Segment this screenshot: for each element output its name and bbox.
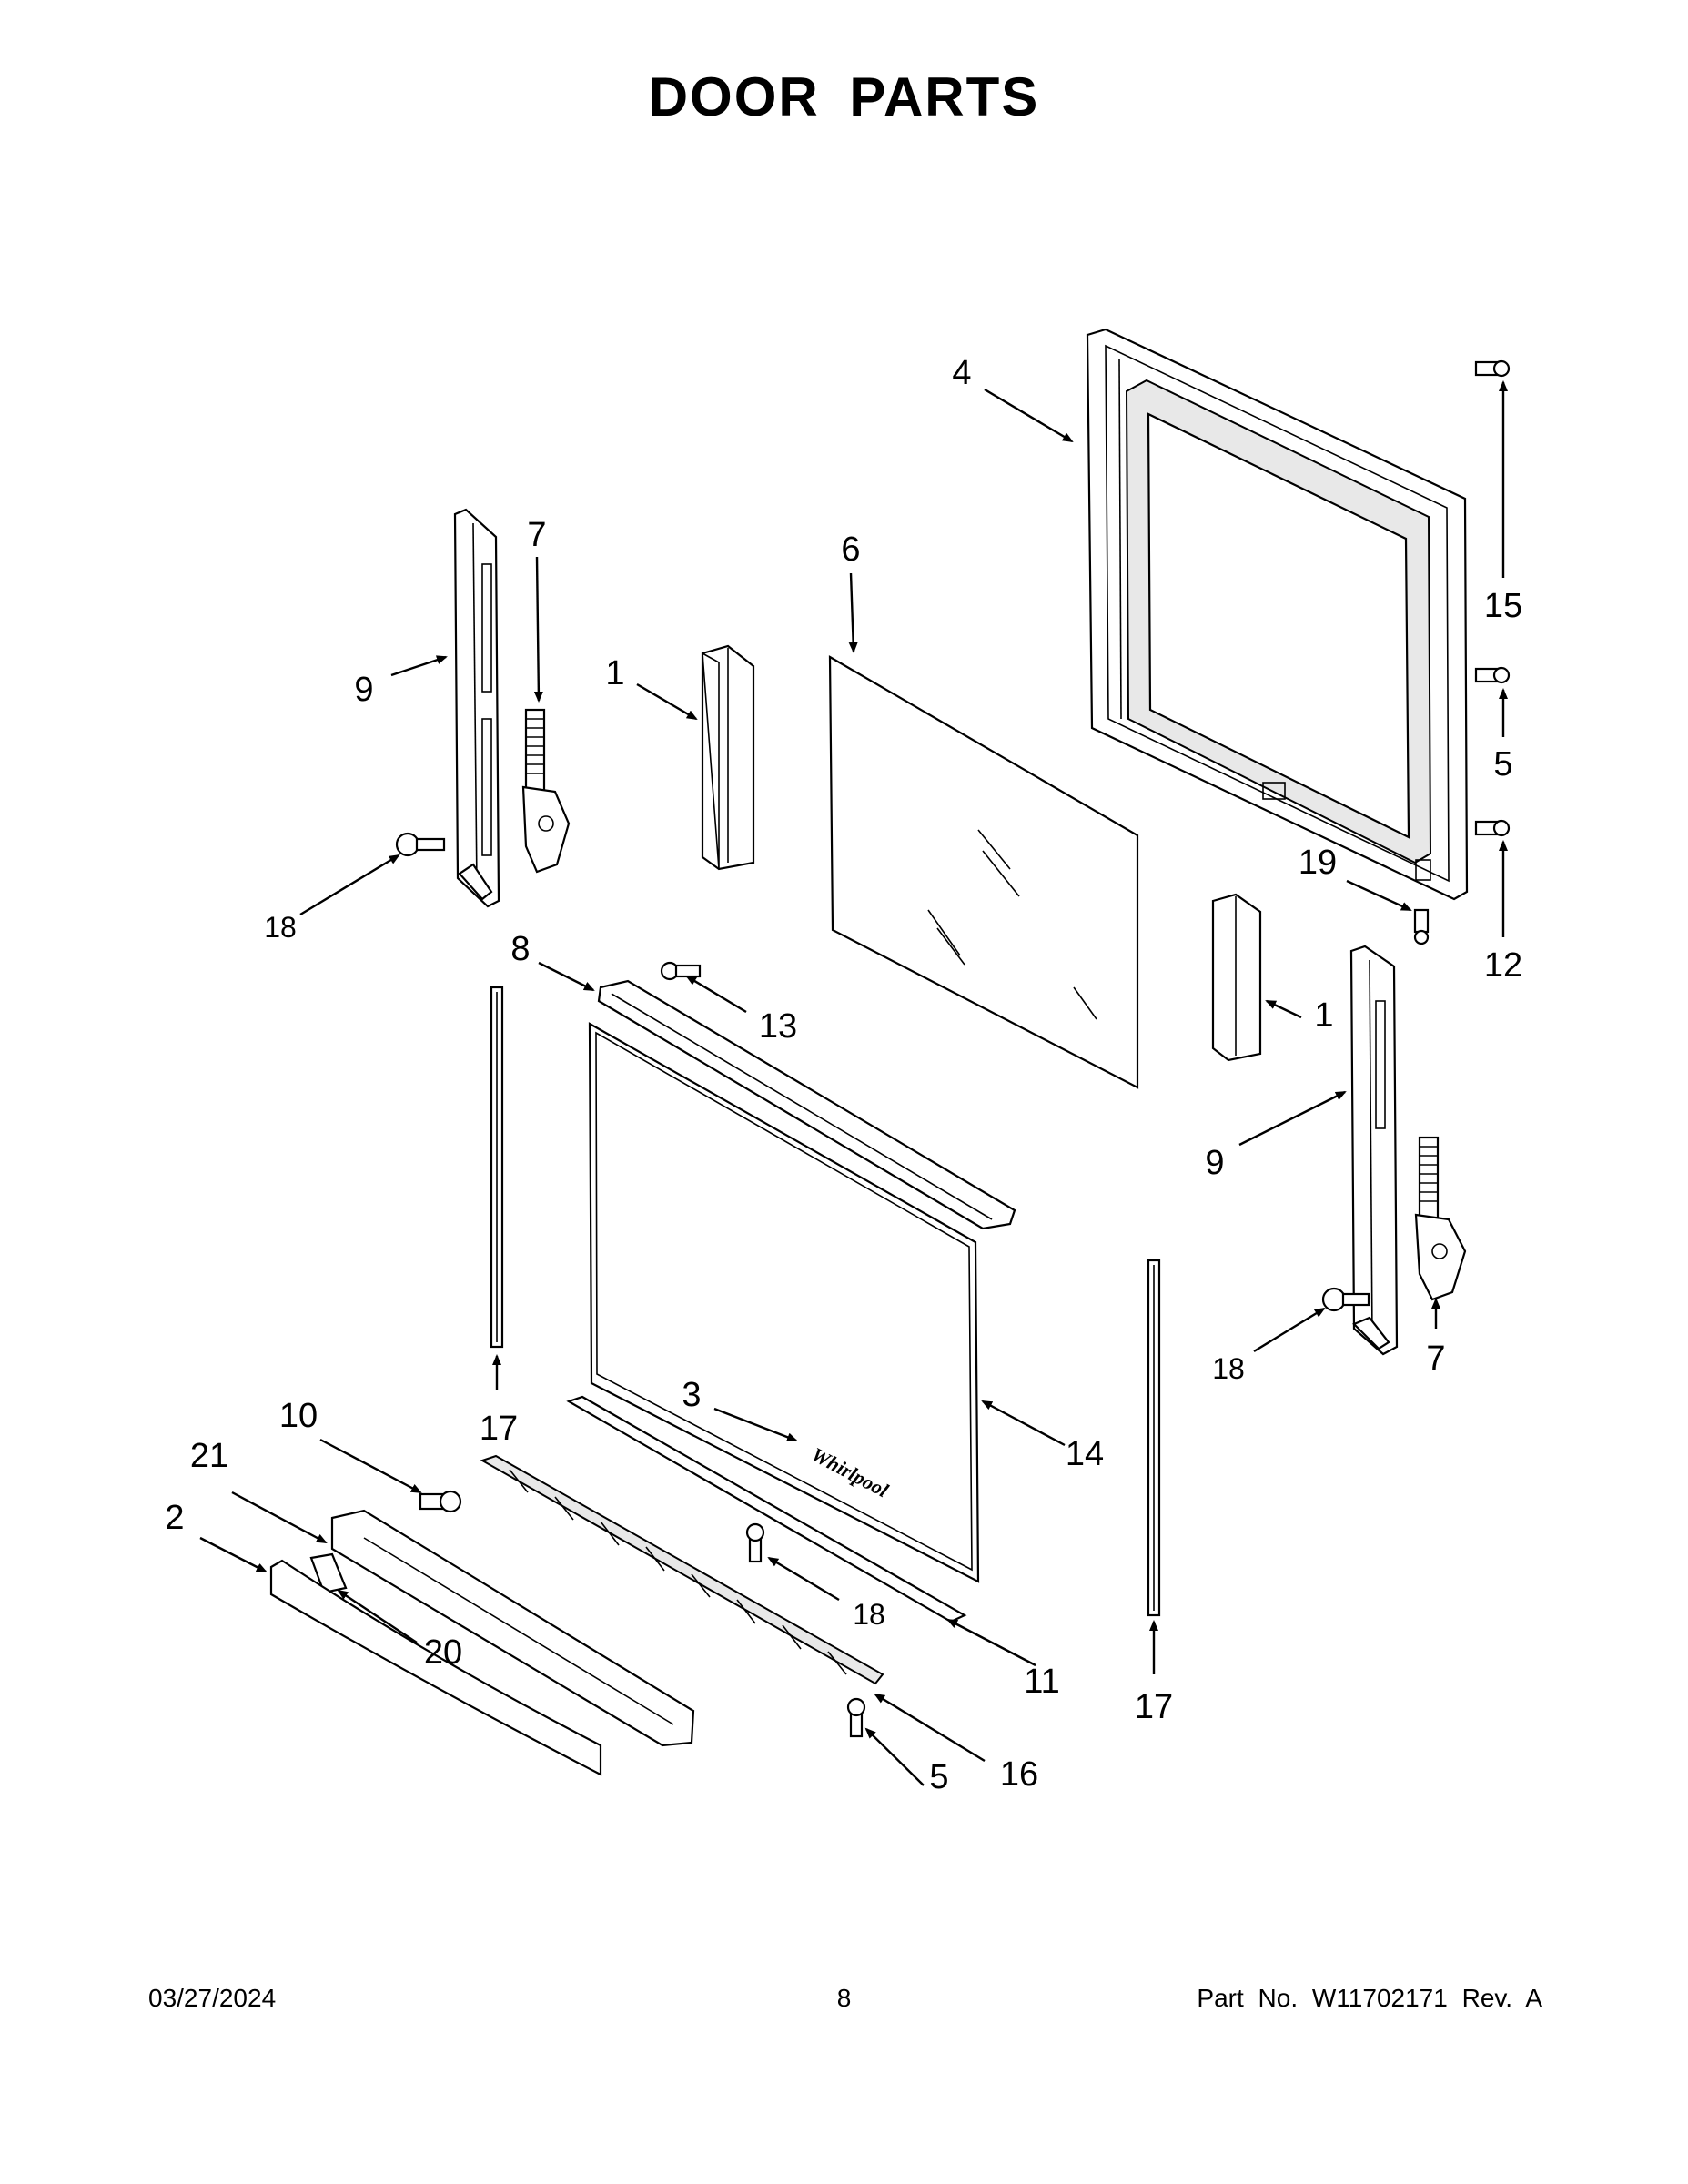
callout-18-center: 18 (853, 1598, 885, 1631)
door-handle (269, 1559, 602, 1776)
inner-door-frame (1086, 328, 1469, 901)
callout-7-upper: 7 (527, 516, 546, 554)
vent-duct (480, 1454, 884, 1685)
callout-labels: 4 6 7 9 1 18 15 5 19 12 8 13 1 9 18 7 17… (165, 354, 1522, 1796)
bottom-door-trim (566, 1395, 967, 1623)
outer-door-glass (828, 655, 1139, 1089)
callout-18-lower-right: 18 (1212, 1352, 1245, 1385)
callout-5-bottom: 5 (929, 1758, 948, 1796)
screw-10 (419, 1490, 462, 1513)
callout-21: 21 (190, 1437, 228, 1475)
callout-17-left: 17 (480, 1410, 518, 1448)
screw-18-lower-right (1321, 1287, 1370, 1312)
callout-19: 19 (1299, 844, 1337, 882)
page-title: DOOR PARTS (648, 66, 1040, 127)
door-strip-left (490, 986, 504, 1349)
callout-14: 14 (1066, 1435, 1104, 1473)
callout-18-upper: 18 (264, 911, 297, 944)
callout-16: 16 (1000, 1755, 1038, 1794)
insulation-channel-right (1211, 893, 1262, 1062)
screw-18-upper-left (395, 832, 446, 857)
callout-9-lower: 9 (1205, 1144, 1224, 1182)
callout-7-lower: 7 (1426, 1340, 1445, 1378)
callout-13: 13 (759, 1007, 797, 1046)
insulation-channel-left (701, 644, 755, 871)
footer-date: 03/27/2024 (148, 1984, 277, 2012)
callout-1-left: 1 (605, 654, 624, 693)
leader-arrows (199, 380, 1508, 1786)
callout-15: 15 (1484, 587, 1522, 625)
hinge-channel-left (453, 508, 500, 908)
screws-center (745, 1522, 866, 1738)
callout-6: 6 (841, 531, 860, 569)
callout-20: 20 (424, 1633, 462, 1672)
screws-right-top (1413, 359, 1511, 945)
callout-4: 4 (952, 354, 971, 392)
callout-10: 10 (279, 1397, 318, 1435)
callout-9-upper: 9 (354, 671, 373, 709)
callout-1-right: 1 (1314, 996, 1333, 1035)
outer-door-panel (588, 1022, 980, 1583)
callout-12: 12 (1484, 946, 1522, 985)
callout-2: 2 (165, 1499, 184, 1537)
handle-mount-bar (330, 1509, 695, 1747)
screw-13 (660, 961, 702, 981)
hinge-channel-right (1349, 945, 1399, 1356)
callout-11: 11 (1024, 1663, 1059, 1701)
door-hinge-left (521, 708, 571, 874)
handle-end-cap (309, 1552, 348, 1594)
door-vent-trim (597, 979, 1016, 1230)
callout-3: 3 (682, 1376, 701, 1414)
footer-page-number: 8 (836, 1984, 852, 2012)
callout-17-right: 17 (1135, 1688, 1173, 1726)
door-strip-right (1147, 1259, 1161, 1617)
door-hinge-right (1414, 1136, 1467, 1301)
callout-8: 8 (510, 930, 530, 968)
footer-part-number: Part No. W11702171 Rev. A (1197, 1984, 1542, 2012)
callout-5-right: 5 (1493, 745, 1512, 784)
